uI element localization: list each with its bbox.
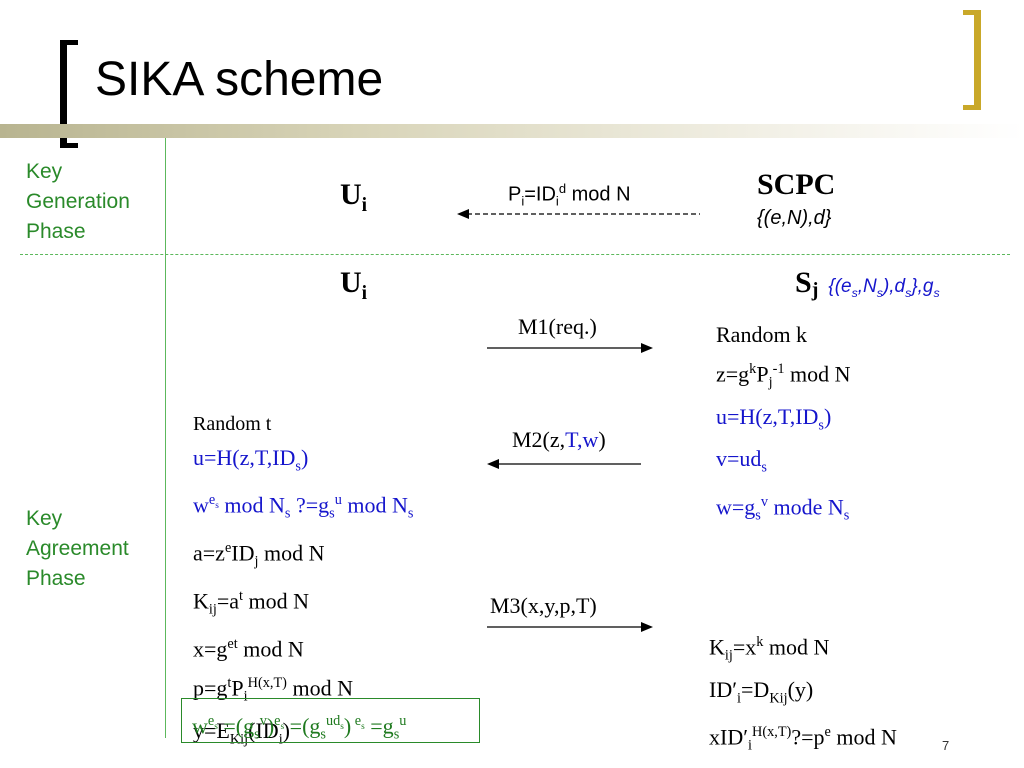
user-step-random-t: Random t bbox=[193, 413, 272, 435]
phase-column-divider bbox=[165, 138, 166, 738]
generation-arrow bbox=[457, 209, 700, 219]
agreement-server-label: Sj {(es,Ns),ds},gs bbox=[795, 266, 940, 302]
title-underline bbox=[0, 124, 1024, 138]
message-m1-label: M1(req.) bbox=[518, 314, 597, 339]
slide-title: SIKA scheme bbox=[95, 53, 384, 106]
user-step-kij: Kij=at mod N bbox=[193, 587, 309, 618]
agreement-user-label: Ui bbox=[340, 266, 368, 304]
generation-message: Pi=IDid mod N bbox=[508, 181, 631, 209]
title-bracket-left-top bbox=[60, 40, 78, 45]
user-step-verify-w: wes mod Ns ?=gsu mod Ns bbox=[193, 492, 414, 523]
message-m2-label: M2(z,T,w) bbox=[512, 427, 606, 452]
phase-label-line: Phase bbox=[26, 567, 86, 590]
user-step-p: p=gtPiH(x,T) mod N bbox=[193, 674, 353, 705]
server-step-v: v=uds bbox=[716, 446, 767, 476]
user-step-x: x=get mod N bbox=[193, 635, 304, 661]
message-m3-arrow bbox=[487, 622, 653, 632]
scpc-keys: {(e,N),d} bbox=[757, 207, 832, 229]
title-bracket-right-bottom bbox=[963, 105, 981, 110]
message-m1-arrow bbox=[487, 343, 653, 353]
title-bracket-right bbox=[974, 10, 981, 110]
phase-label-line: Agreement bbox=[26, 537, 129, 560]
phase-label-line: Key bbox=[26, 507, 63, 530]
server-step-verify-p: xID′iH(x,T)?=pe mod N bbox=[709, 724, 897, 754]
user-step-u: u=H(z,T,IDs) bbox=[193, 445, 309, 475]
key-generation-phase-label: Key Generation Phase bbox=[26, 157, 130, 247]
title-bracket-right-top bbox=[963, 10, 981, 15]
server-keys: {(es,Ns),ds},gs bbox=[828, 276, 940, 300]
server-step-decrypt: ID′i=DKij(y) bbox=[709, 676, 814, 707]
scpc-label: SCPC bbox=[757, 168, 836, 201]
verification-formula: wes =(gsv)es =(gsuds) es =gsu bbox=[192, 713, 407, 743]
user-step-a: a=zeIDj mod N bbox=[193, 540, 325, 570]
title-bracket-left bbox=[60, 40, 67, 148]
user-steps: Random t u=H(z,T,IDs) wes mod Ns ?=gsu m… bbox=[193, 407, 413, 756]
server-final-steps: Kij=xk mod N ID′i=DKij(y) xID′iH(x,T)?=p… bbox=[709, 625, 897, 763]
server-step-w: w=gsv mode Ns bbox=[716, 493, 850, 524]
verification-box: wes =(gsv)es =(gsuds) es =gsu bbox=[181, 698, 480, 743]
server-name: S bbox=[795, 266, 812, 299]
title-bracket-left-bottom bbox=[60, 143, 78, 148]
phase-row-divider bbox=[20, 254, 1010, 255]
server-step-kij: Kij=xk mod N bbox=[709, 634, 830, 664]
key-agreement-phase-label: Key Agreement Phase bbox=[26, 504, 129, 594]
phase-label-line: Key bbox=[26, 160, 63, 183]
message-m3-label: M3(x,y,p,T) bbox=[490, 593, 597, 618]
phase-label-line: Generation bbox=[26, 190, 130, 213]
page-number: 7 bbox=[942, 738, 950, 753]
user-step-y: y=EKij(IDi) bbox=[193, 717, 290, 747]
server-step-z: z=gkPj-1 mod N bbox=[716, 361, 851, 391]
server-step-u: u=H(z,T,IDs) bbox=[716, 403, 832, 434]
message-m2-arrow bbox=[487, 459, 641, 469]
generation-user-label: Ui bbox=[340, 178, 368, 216]
server-step-random-k: Random k bbox=[716, 322, 808, 347]
server-steps: Random k z=gkPj-1 mod N u=H(z,T,IDs) v=u… bbox=[716, 318, 850, 532]
phase-label-line: Phase bbox=[26, 220, 86, 243]
server-subscript: j bbox=[811, 279, 819, 302]
